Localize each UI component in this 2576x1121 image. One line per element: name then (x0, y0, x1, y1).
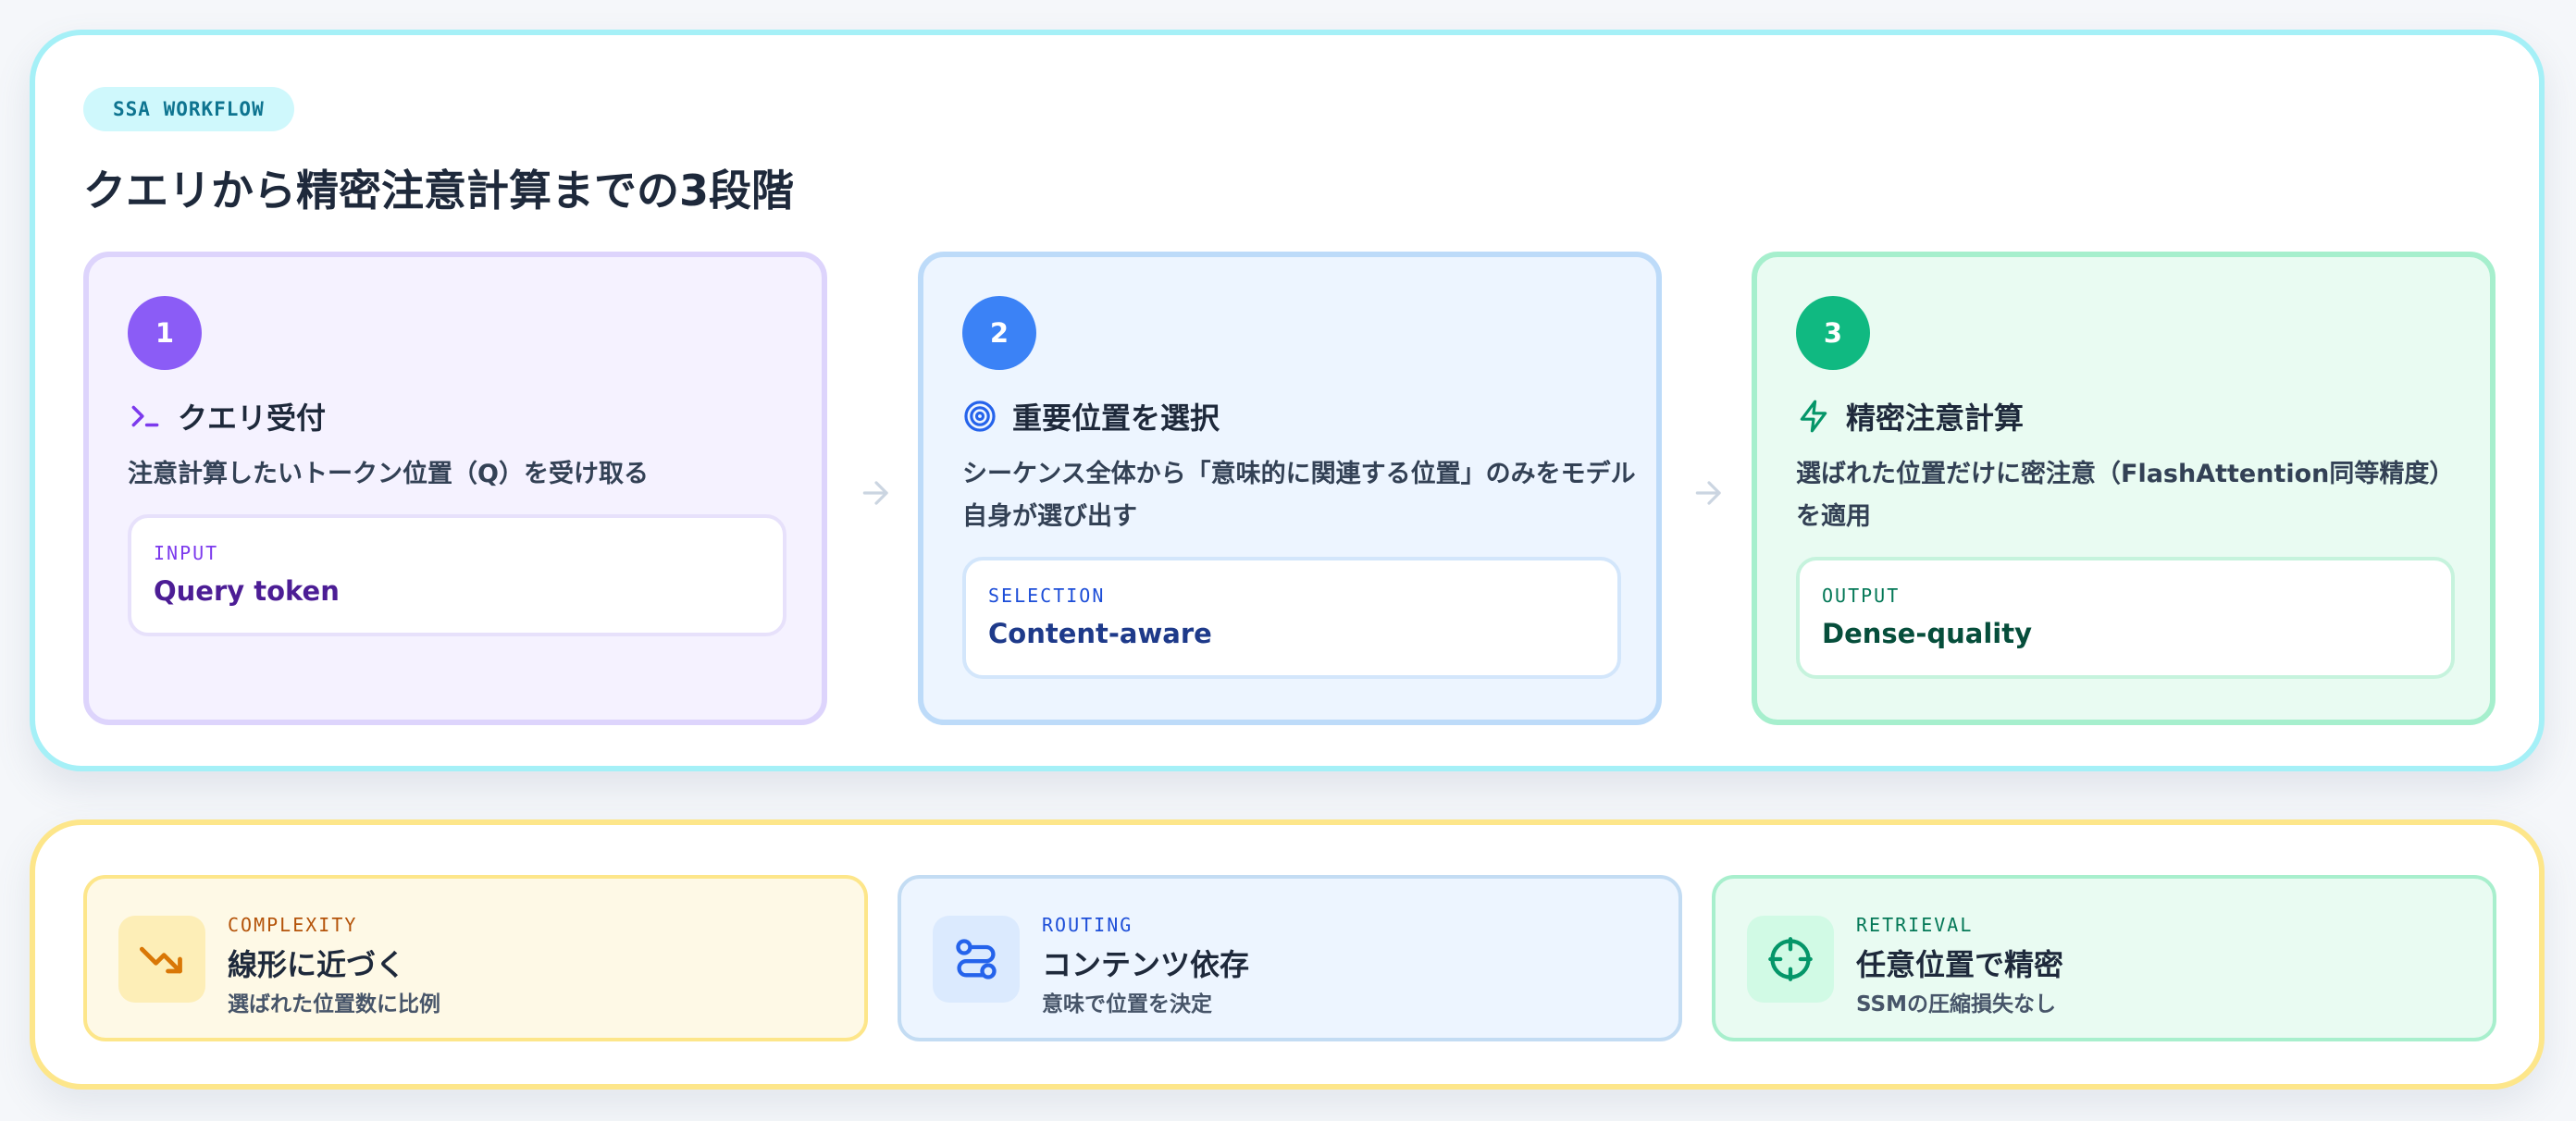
step-header: 精密注意計算 (1796, 396, 2024, 437)
lightning-icon (1800, 400, 1827, 433)
stat-card-routing: ROUTING コンテンツ依存 意味で位置を決定 (898, 875, 1682, 1041)
io-label: OUTPUT (1822, 585, 1901, 607)
arrow-right-icon (1695, 481, 1721, 505)
step-description: 注意計算したいトークン位置（Q）を受け取る (128, 460, 649, 488)
workflow-panel: SSA WORKFLOW クエリから精密注意計算までの3段階 1 クエリ受付 注… (30, 30, 2545, 771)
io-value: Content-aware (988, 618, 1212, 649)
step-number: 1 (128, 296, 202, 370)
stat-icon-tile (118, 916, 205, 1003)
step-header: クエリ受付 (128, 396, 326, 437)
route-icon (956, 939, 997, 979)
stat-kicker: ROUTING (1042, 914, 1133, 936)
io-box-output: OUTPUT Dense-quality (1796, 557, 2455, 679)
stat-subtitle: SSMの圧縮損失なし (1856, 992, 2056, 1016)
stat-title: コンテンツ依存 (1042, 947, 1250, 982)
stat-card-complexity: COMPLEXITY 線形に近づく 選ばれた位置数に比例 (83, 875, 868, 1041)
stat-title: 任意位置で精密 (1856, 947, 2064, 982)
stat-title: 線形に近づく (228, 947, 406, 982)
workflow-tag: SSA WORKFLOW (83, 87, 294, 131)
arrow-right-icon (862, 481, 888, 505)
step-number: 3 (1796, 296, 1870, 370)
stat-kicker: COMPLEXITY (228, 914, 358, 936)
step-card-dense: 3 精密注意計算 選ばれた位置だけに密注意（FlashAttention同等精度… (1752, 252, 2496, 725)
step-title: クエリ受付 (178, 400, 327, 436)
stats-panel: COMPLEXITY 線形に近づく 選ばれた位置数に比例 ROUTING コンテ… (30, 819, 2545, 1090)
io-box-input: INPUT Query token (128, 514, 786, 636)
terminal-prompt-icon (131, 405, 159, 427)
stat-icon-tile (1747, 916, 1834, 1003)
step-card-select: 2 重要位置を選択 シーケンス全体から「意味的に関連する位置」のみをモデル自身が… (918, 252, 1662, 725)
io-value: Query token (154, 575, 340, 607)
step-description: シーケンス全体から「意味的に関連する位置」のみをモデル自身が選び出す (962, 460, 1636, 531)
io-label: SELECTION (988, 585, 1106, 607)
crosshair-icon (1768, 937, 1813, 981)
step-number: 2 (962, 296, 1036, 370)
step-title: 精密注意計算 (1846, 400, 2025, 436)
stat-subtitle: 選ばれた位置数に比例 (228, 992, 440, 1016)
stat-icon-tile (933, 916, 1020, 1003)
stat-card-retrieval: RETRIEVAL 任意位置で精密 SSMの圧縮損失なし (1712, 875, 2496, 1041)
io-box-selection: SELECTION Content-aware (962, 557, 1621, 679)
step-description: 選ばれた位置だけに密注意（FlashAttention同等精度）を適用 (1796, 460, 2455, 531)
stat-kicker: RETRIEVAL (1856, 914, 1974, 936)
io-label: INPUT (154, 542, 219, 564)
step-title: 重要位置を選択 (1012, 400, 1220, 436)
workflow-title: クエリから精密注意計算までの3段階 (83, 166, 795, 216)
io-value: Dense-quality (1822, 618, 2032, 649)
target-icon (964, 400, 996, 432)
step-card-query: 1 クエリ受付 注意計算したいトークン位置（Q）を受け取る INPUT Quer… (83, 252, 827, 725)
trend-down-icon (139, 946, 182, 974)
step-header: 重要位置を選択 (962, 396, 1220, 437)
stat-subtitle: 意味で位置を決定 (1042, 992, 1212, 1016)
